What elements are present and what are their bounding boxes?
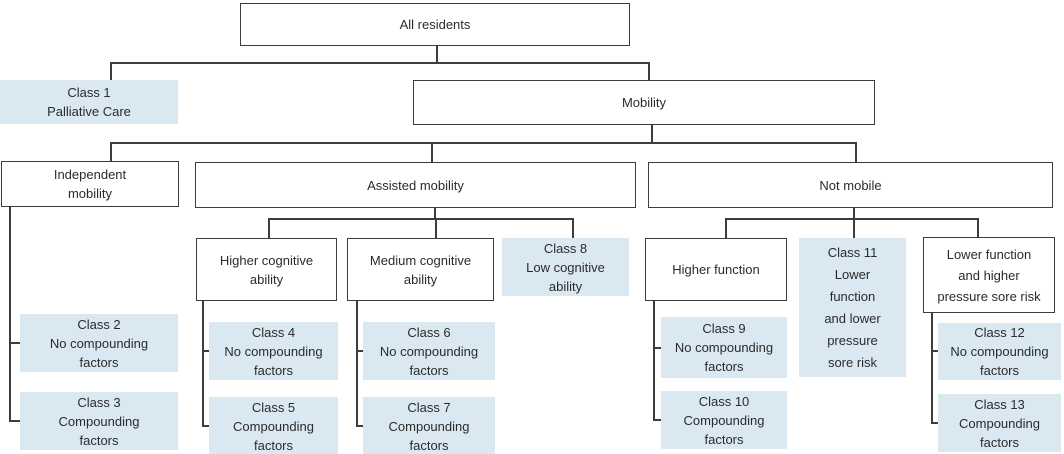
node-class-8: Class 8 Low cognitive ability <box>502 238 629 296</box>
node-class-11: Class 11 Lower function and lower pressu… <box>799 238 906 377</box>
connector <box>202 350 210 352</box>
node-class-2: Class 2 No compounding factors <box>20 314 178 372</box>
connector <box>202 425 210 427</box>
node-class-10: Class 10 Compounding factors <box>661 391 787 449</box>
connector <box>431 142 433 162</box>
connector <box>648 62 650 80</box>
connector <box>653 347 662 349</box>
connector <box>653 419 662 421</box>
connector <box>110 62 112 80</box>
node-class-7: Class 7 Compounding factors <box>363 397 495 454</box>
connector <box>931 313 933 423</box>
node-independent-mobility: Independent mobility <box>1 161 179 207</box>
connector <box>977 218 979 237</box>
connector <box>931 422 939 424</box>
node-higher-function: Higher function <box>645 238 787 301</box>
node-class-13: Class 13 Compounding factors <box>938 394 1061 452</box>
connector <box>653 301 655 420</box>
connector <box>725 218 978 220</box>
node-higher-cognitive-ability: Higher cognitive ability <box>196 238 337 301</box>
node-lower-function-higher-pressure-sore-risk: Lower function and higher pressure sore … <box>923 237 1055 313</box>
connector <box>853 208 855 219</box>
connector <box>651 125 653 143</box>
connector <box>202 301 204 426</box>
connector <box>436 46 438 63</box>
node-class-12: Class 12 No compounding factors <box>938 323 1061 380</box>
connector <box>434 208 436 219</box>
node-class-5: Class 5 Compounding factors <box>209 397 338 454</box>
node-mobility: Mobility <box>413 80 875 125</box>
connector <box>853 218 855 238</box>
connector <box>9 342 20 344</box>
node-assisted-mobility: Assisted mobility <box>195 162 636 208</box>
node-class-6: Class 6 No compounding factors <box>363 322 495 380</box>
node-not-mobile: Not mobile <box>648 162 1053 208</box>
node-class-4: Class 4 No compounding factors <box>209 322 338 380</box>
connector <box>110 142 857 144</box>
node-class-3: Class 3 Compounding factors <box>20 392 178 450</box>
node-all-residents: All residents <box>240 3 630 46</box>
connector <box>356 350 364 352</box>
connector <box>268 218 573 220</box>
connector <box>435 218 437 238</box>
connector <box>9 420 20 422</box>
connector <box>725 218 727 238</box>
connector <box>110 142 112 161</box>
connector <box>356 301 358 426</box>
node-class-1: Class 1 Palliative Care <box>0 80 178 124</box>
connector <box>855 142 857 162</box>
connector <box>931 350 939 352</box>
connector <box>9 207 11 421</box>
connector <box>356 425 364 427</box>
node-class-9: Class 9 No compounding factors <box>661 317 787 378</box>
node-medium-cognitive-ability: Medium cognitive ability <box>347 238 494 301</box>
connector <box>572 218 574 238</box>
connector <box>110 62 649 64</box>
connector <box>268 218 270 238</box>
